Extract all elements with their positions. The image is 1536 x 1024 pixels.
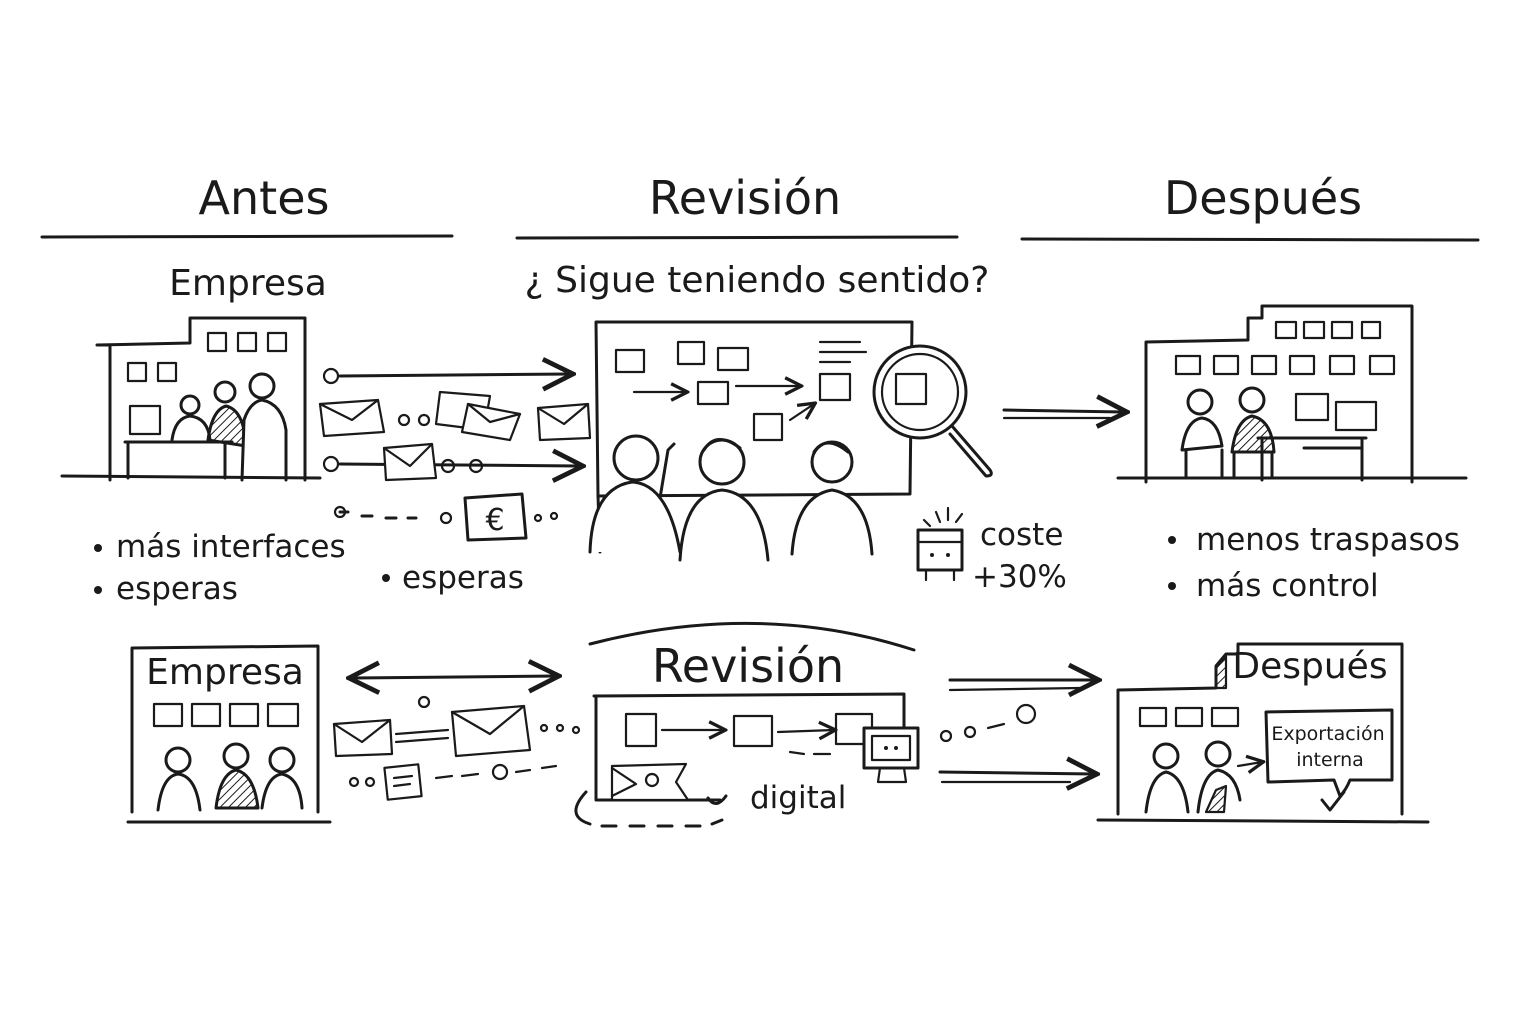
bottom-company-box: Empresa — [126, 644, 332, 824]
bottom-after-building: Después Exportación interna — [1096, 642, 1430, 824]
subheading-empresa: Empresa — [169, 263, 327, 304]
reviewer-person — [678, 438, 770, 562]
column-heading-antes: Antes — [40, 171, 454, 239]
review-board — [588, 320, 993, 562]
export-label-line1: Exportación — [1271, 723, 1384, 745]
column-heading-despues: Después — [1020, 171, 1480, 242]
to-after-arrow — [1002, 410, 1124, 412]
export-label-line2: interna — [1296, 749, 1364, 771]
handoff-flow-top: € — [318, 369, 592, 542]
building-icon — [1116, 304, 1468, 484]
to-after-arrows — [938, 680, 1096, 782]
before-bullet-1: más interfaces — [116, 529, 346, 565]
envelope-icon — [434, 390, 522, 442]
cost-value: +30% — [972, 559, 1067, 595]
before-bullets: más interfaces esperas — [94, 529, 346, 607]
column-heading-revision: Revisión — [515, 171, 959, 240]
envelope-icon — [332, 718, 394, 758]
after-bullets: menos traspasos más control — [1168, 522, 1460, 604]
envelope-icon — [610, 762, 690, 802]
bottom-handoff-flow — [332, 704, 581, 801]
coin-stack-icon — [916, 506, 964, 582]
bottom-revision-title: Revisión — [652, 639, 844, 693]
euro-note-icon: € — [463, 492, 528, 542]
bottom-review: Revisión digital — [574, 621, 920, 828]
flow-note: esperas — [382, 560, 524, 596]
cost-label: coste — [980, 517, 1063, 553]
heading-antes: Antes — [199, 171, 330, 225]
envelope-icon — [382, 442, 438, 482]
bidirectional-arrow — [352, 676, 556, 678]
envelope-icon — [318, 398, 386, 438]
checkmark-icon — [706, 794, 728, 805]
after-bullet-2: más control — [1196, 568, 1379, 604]
cost-indicator: coste +30% — [916, 506, 1067, 595]
bottom-despues-title: Después — [1232, 646, 1387, 687]
digital-label: digital — [750, 780, 846, 816]
reviewer-person — [588, 434, 682, 554]
reviewer-person — [790, 440, 874, 556]
checkmark-icon — [1320, 790, 1346, 812]
heading-despues: Después — [1164, 171, 1362, 225]
subheading-question: ¿ Sigue teniendo sentido? — [525, 260, 990, 301]
building-icon — [60, 316, 322, 482]
magnifier-icon — [872, 344, 993, 478]
euro-symbol: € — [485, 503, 504, 538]
after-bullet-1: menos traspasos — [1196, 522, 1460, 558]
bottom-empresa-title: Empresa — [146, 652, 304, 693]
heading-revision: Revisión — [649, 171, 841, 225]
before-bullet-2: esperas — [116, 571, 238, 607]
flow-note-text: esperas — [402, 560, 524, 596]
envelope-icon — [536, 402, 592, 442]
computer-monitor-icon — [862, 726, 920, 784]
envelope-icon — [450, 704, 532, 758]
